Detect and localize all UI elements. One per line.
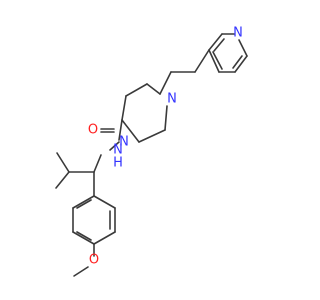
methoxyphenyl-ring [72, 195, 116, 277]
pyridine-ring [208, 33, 248, 73]
piperazine-nitrogen-1-label: N [119, 135, 129, 150]
isobutyl-chain [55, 152, 102, 197]
atom-labels: N N N O N H O [88, 26, 243, 268]
methoxy-oxygen-label: O [89, 253, 99, 268]
amide-nitrogen-label: N [113, 143, 123, 158]
carbonyl-oxygen-label: O [88, 123, 98, 138]
ethyl-linker [159, 49, 210, 95]
molecule-structure: N N N O N H O [55, 26, 248, 277]
molecule-structure-canvas: N N N O N H O [55, 25, 248, 277]
pyridine-nitrogen-label: N [233, 26, 243, 41]
amide-group [100, 119, 123, 151]
piperazine-ring [121, 83, 168, 143]
amide-hydrogen-label: H [113, 156, 123, 171]
piperazine-nitrogen-4-label: N [167, 92, 177, 107]
